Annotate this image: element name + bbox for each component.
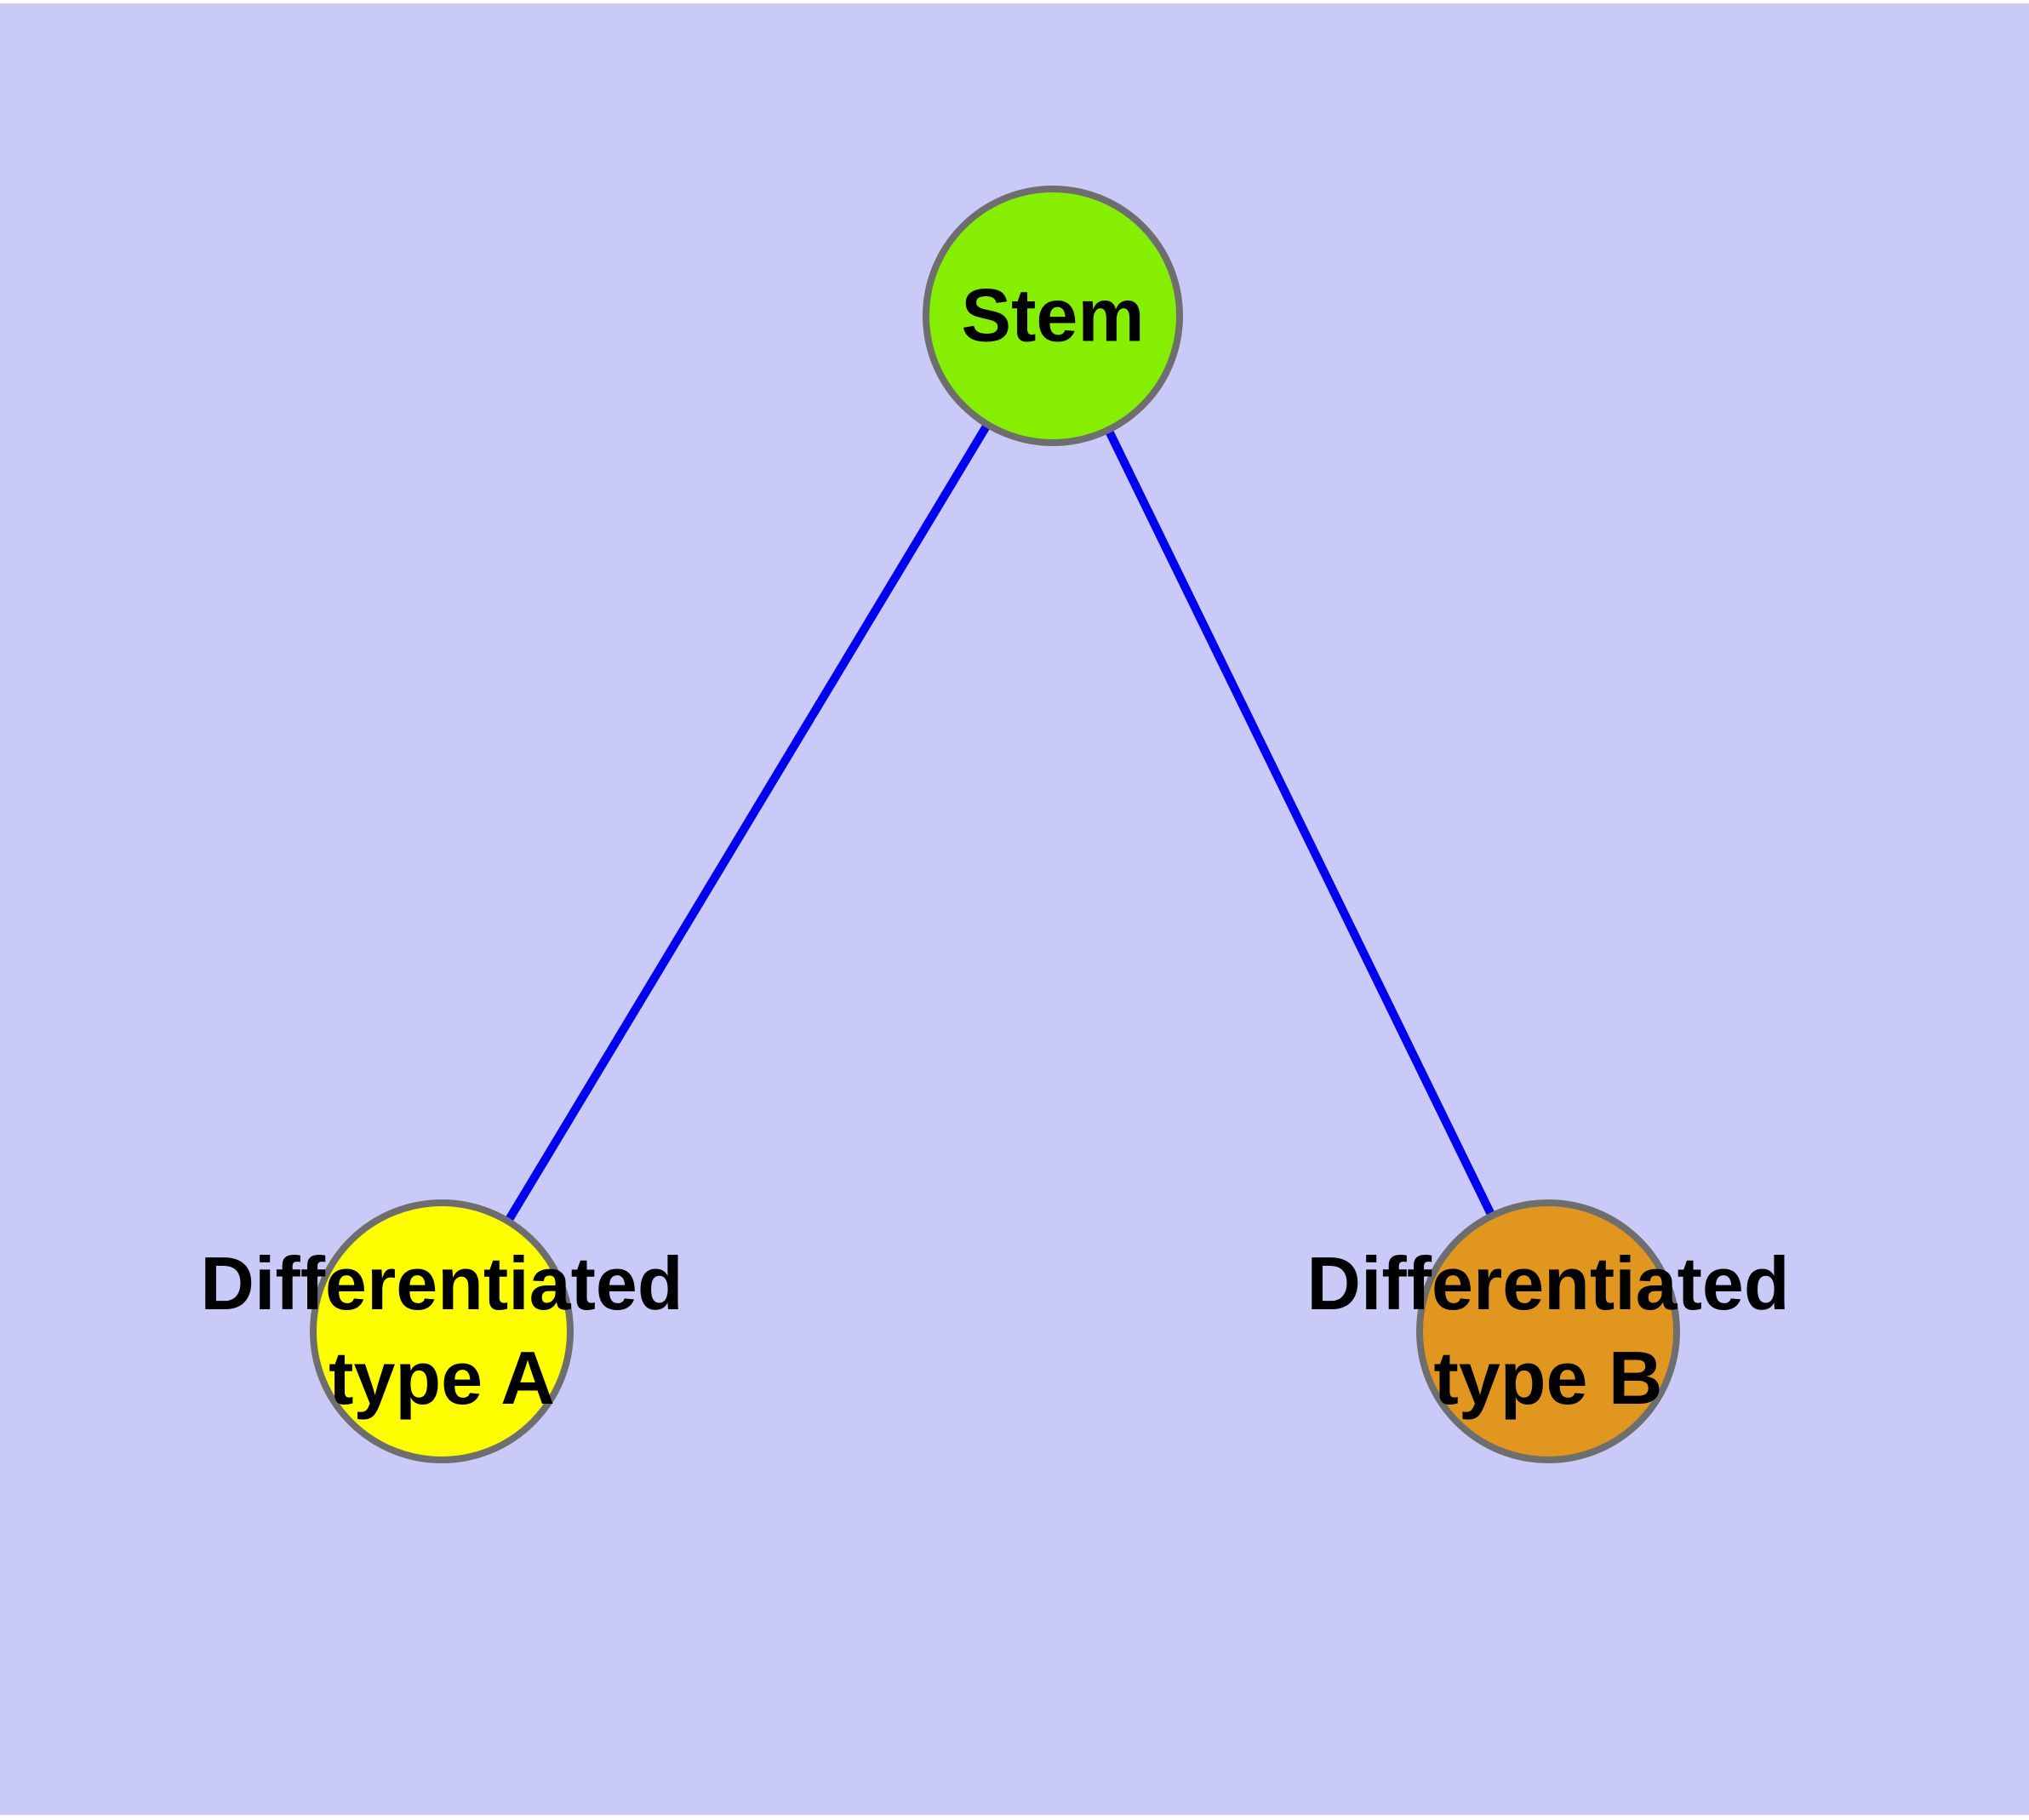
node-stem-label: Stem <box>961 272 1145 358</box>
node-stem-circle <box>923 186 1183 446</box>
node-type-b-circle <box>1416 1199 1680 1463</box>
edge-stem-to-type-a <box>437 313 1057 1334</box>
node-type-b-label: Differentiated type B <box>1306 1241 1790 1420</box>
node-type-a-label: Differentiated type A <box>200 1241 683 1420</box>
node-type-a-circle <box>310 1199 574 1463</box>
edge-stem-to-type-b <box>1049 313 1552 1334</box>
